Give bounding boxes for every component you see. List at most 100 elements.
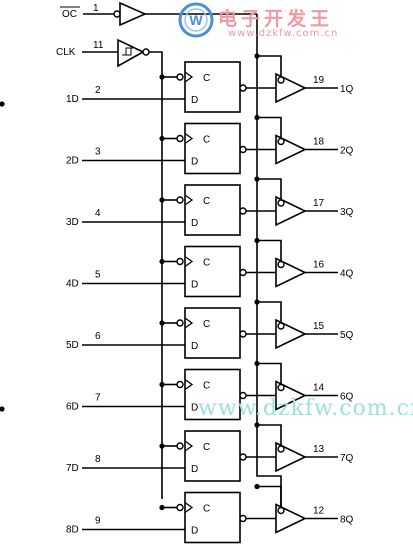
ch1-ff-data-label: D <box>191 95 198 106</box>
oc-input-label: OC <box>62 9 77 20</box>
ch3-q-output-bubble <box>239 207 247 215</box>
ch2-q-output-bubble <box>239 145 247 154</box>
margin-mark-top <box>0 101 5 107</box>
ch1-enable-branch-wire <box>257 55 282 77</box>
ch7-enable-branch-wire <box>257 424 282 446</box>
ch6-ff-data-label: D <box>191 403 198 414</box>
ch4-q-pin-number: 16 <box>313 260 325 271</box>
ch2-flipflop-box <box>184 122 241 175</box>
ch8-q-pin-number: 12 <box>313 506 325 517</box>
ch3-q-output-label: 3Q <box>340 207 354 218</box>
watermark-url-large: www.dzkfw.com.cn <box>198 396 413 421</box>
ch5-d-input-label: 5D <box>66 340 79 351</box>
ch4-enable-branch-wire <box>257 239 282 262</box>
ch7-q-output-bubble <box>239 453 247 461</box>
ch2-enable-bubble <box>277 137 285 146</box>
ch2-clock-inverter-bubble <box>176 134 184 143</box>
ch5-ff-data-label: D <box>191 341 198 352</box>
ch3-clock-edge-icon <box>184 194 194 206</box>
clock-bus-wire <box>149 51 163 499</box>
svg-text:W: W <box>189 12 203 28</box>
ch3-ff-data-label: D <box>191 218 198 229</box>
clk-input-label: CLK <box>56 47 76 58</box>
ch2-enable-branch-wire <box>257 116 282 139</box>
ch7-q-output-label: 7Q <box>340 453 354 464</box>
ch4-enable-bubble <box>277 260 285 269</box>
ch8-q-output-label: 8Q <box>340 515 354 526</box>
ch1-ff-clock-label: C <box>203 73 210 84</box>
ch6-q-pin-number: 14 <box>313 383 325 394</box>
ch3-d-input-label: 3D <box>66 217 79 228</box>
ch8-clock-edge-icon <box>184 501 194 514</box>
ch6-clock-edge-icon <box>184 378 194 391</box>
clk-pin-number: 11 <box>93 40 104 51</box>
ch2-d-input-label: 2D <box>66 156 79 167</box>
ch4-q-output-bubble <box>239 268 247 277</box>
ch7-flipflop-box <box>184 430 241 482</box>
margin-mark-bottom <box>0 406 5 412</box>
ch6-enable-bubble <box>277 383 285 392</box>
ch5-q-pin-number: 15 <box>313 321 325 332</box>
schmitt-trigger-icon <box>122 47 133 56</box>
ch2-ff-clock-label: C <box>203 135 210 146</box>
ch8-enable-drop-wire <box>256 454 282 508</box>
oc-pin-number: 1 <box>93 3 99 14</box>
ch5-flipflop-box <box>184 307 241 359</box>
ch2-clock-edge-icon <box>184 132 194 145</box>
ch7-ff-data-label: D <box>191 464 198 475</box>
ch2-q-output-label: 2Q <box>340 146 354 157</box>
ch8-clock-inverter-bubble <box>176 503 184 512</box>
ch1-enable-bubble <box>277 76 285 84</box>
ch8-d-pin-number: 9 <box>95 516 101 527</box>
ch6-q-output-label: 6Q <box>340 392 354 403</box>
ch3-q-pin-number: 17 <box>313 198 325 209</box>
ch5-d-pin-number: 6 <box>95 331 101 342</box>
watermark-header: W 电子开发王 www.dzkfw.com.cn <box>178 2 368 42</box>
oc-inverter-buffer <box>119 1 147 27</box>
ch5-ff-clock-label: C <box>203 319 210 330</box>
ch4-ff-clock-label: C <box>203 258 210 269</box>
ch2-ff-data-label: D <box>191 157 198 168</box>
ch1-clock-inverter-bubble <box>176 73 184 81</box>
ch7-ff-clock-label: C <box>203 442 210 453</box>
ch5-clock-edge-icon <box>184 317 194 329</box>
ch6-flipflop-box <box>184 368 241 421</box>
ch8-enable-bubble <box>277 506 285 515</box>
clk-inverter-bubble <box>142 48 150 56</box>
ch6-d-pin-number: 7 <box>95 393 101 404</box>
ch8-d-input-label: 8D <box>66 525 79 536</box>
ch5-q-output-label: 5Q <box>340 330 354 341</box>
ch7-q-pin-number: 13 <box>313 444 325 455</box>
ch6-d-input-label: 6D <box>66 402 79 413</box>
ch7-d-pin-number: 8 <box>95 454 101 465</box>
ch4-clock-edge-icon <box>184 255 194 268</box>
oc-inverter-bubble <box>113 10 121 18</box>
ch8-q-output-bubble <box>239 514 247 523</box>
ch3-d-pin-number: 4 <box>95 208 101 219</box>
ch1-q-output-bubble <box>239 84 247 92</box>
ch1-d-input-label: 1D <box>66 94 79 105</box>
ch1-d-pin-number: 2 <box>95 85 101 96</box>
ch7-d-input-label: 7D <box>66 463 79 474</box>
ch4-d-pin-number: 5 <box>95 270 101 281</box>
ch4-clock-inverter-bubble <box>176 257 184 266</box>
ch5-enable-bubble <box>277 322 285 330</box>
ch5-clock-inverter-bubble <box>176 319 184 327</box>
ch7-enable-bubble <box>277 445 285 453</box>
ch6-clock-inverter-bubble <box>176 380 184 389</box>
ch3-ff-clock-label: C <box>203 196 210 207</box>
ch1-clock-edge-icon <box>184 71 194 83</box>
watermark-logo-icon: W <box>178 2 214 38</box>
ch4-ff-data-label: D <box>191 280 198 291</box>
ch7-clock-edge-icon <box>184 440 194 452</box>
ch8-ff-clock-label: C <box>203 504 210 515</box>
ch1-q-output-label: 1Q <box>340 84 354 95</box>
ch6-enable-branch-wire <box>257 362 282 385</box>
ch2-q-pin-number: 18 <box>313 137 325 148</box>
ch4-d-input-label: 4D <box>66 279 79 290</box>
ch3-clock-inverter-bubble <box>176 196 184 204</box>
watermark-chinese-title: 电子开发王 <box>218 8 334 30</box>
ch7-clock-inverter-bubble <box>176 442 184 450</box>
ch8-ff-data-label: D <box>191 526 198 537</box>
